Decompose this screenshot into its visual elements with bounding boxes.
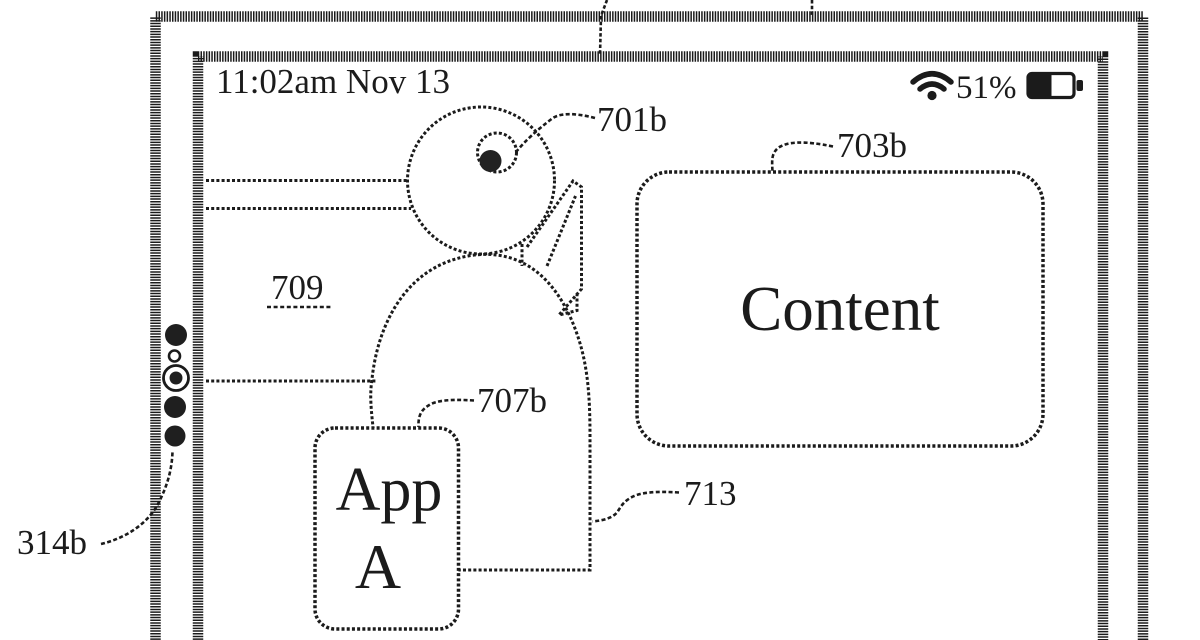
leader-314b [100, 451, 174, 546]
side-button-5 [164, 425, 186, 447]
person-pupil [479, 150, 502, 172]
device-screen-frame [192, 51, 1109, 640]
app-card-label-line1: App [336, 456, 443, 524]
ref-label-709: 709 [271, 268, 324, 307]
battery-icon [1026, 71, 1083, 100]
side-button-4 [164, 396, 186, 418]
leader-713 [592, 490, 680, 523]
person-head [406, 105, 556, 256]
person-arm-object [520, 178, 583, 318]
side-button-1 [165, 324, 187, 346]
leader-701b [514, 112, 596, 153]
ref-label-314b: 314b [17, 523, 87, 562]
leader-707b [417, 398, 475, 428]
side-button-2 [167, 349, 182, 363]
person-body [369, 253, 592, 572]
ref-label-701b: 701b [597, 100, 667, 139]
ref-label-703b: 703b [837, 126, 907, 165]
top-leader-lines [598, 0, 814, 56]
ref-label-707b: 707b [477, 381, 547, 420]
leader-703b [770, 141, 834, 173]
leader-lines [100, 112, 834, 546]
app-card [313, 426, 461, 631]
ref-label-713: 713 [684, 474, 737, 513]
status-time: 11:02am Nov 13 [216, 62, 450, 101]
environment-lines [206, 179, 411, 383]
side-button-3-ring [162, 364, 190, 392]
app-card-label-line2: A [355, 531, 401, 602]
content-box-label: Content [740, 274, 940, 344]
battery-percent: 51% [956, 70, 1017, 106]
side-button-3 [169, 371, 183, 385]
wifi-icon [910, 71, 954, 101]
top-leader-line-left [598, 0, 609, 56]
content-box [635, 170, 1045, 448]
side-buttons [162, 324, 190, 447]
